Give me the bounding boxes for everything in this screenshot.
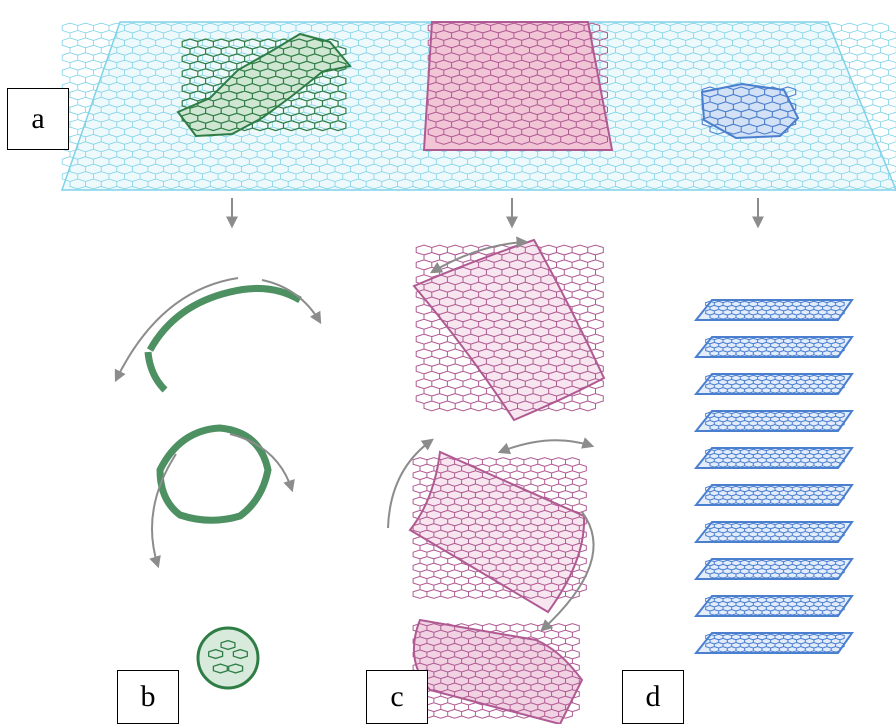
panel-label-c: c <box>366 670 428 724</box>
panel-label-d: d <box>622 670 684 724</box>
panel-label-a: a <box>7 88 69 150</box>
graphene-sheet <box>60 21 896 191</box>
nanotube-rolling <box>387 236 606 724</box>
graphene-fragment-magenta <box>422 21 614 151</box>
graphite-stack <box>693 299 854 654</box>
full-tube <box>413 618 584 724</box>
fullerene-wrapping <box>114 277 322 690</box>
panel-label-b: b <box>117 670 179 724</box>
down-arrows <box>226 198 764 229</box>
graphene-fragment-blue <box>700 82 800 140</box>
graphene-fragment-green <box>176 32 352 138</box>
fullerene-ball <box>196 626 260 690</box>
